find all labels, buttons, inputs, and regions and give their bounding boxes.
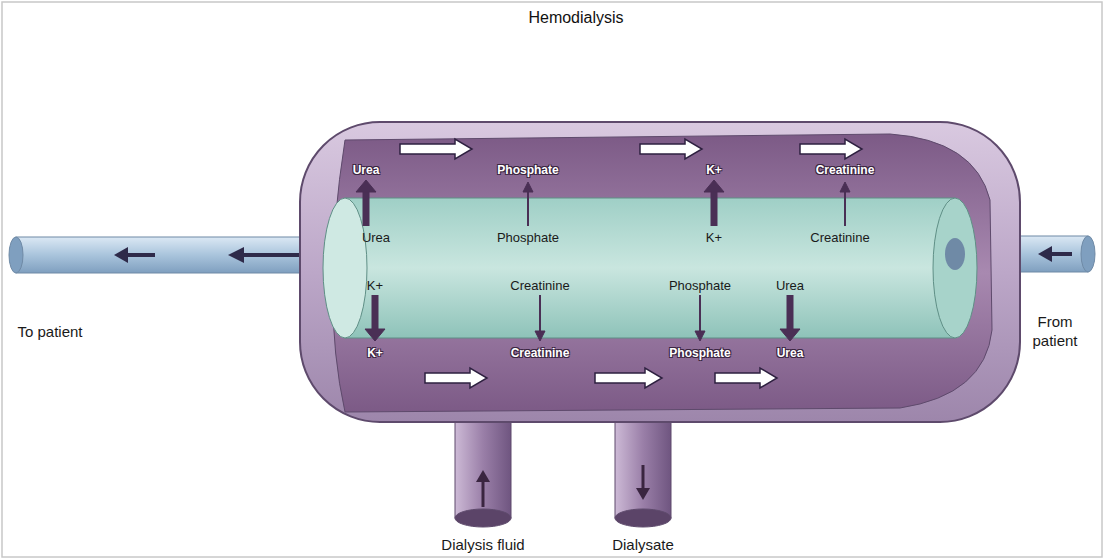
dialyzer-housing xyxy=(300,122,1020,422)
blood-solute: Phosphate xyxy=(497,230,559,245)
flow-arrows xyxy=(400,139,862,388)
dialysate-solute: Urea xyxy=(353,163,380,177)
blood-solute: Urea xyxy=(776,278,804,293)
blood-solute: K+ xyxy=(367,278,383,293)
port-label: From patient xyxy=(1015,313,1095,351)
diagram-title: Hemodialysis xyxy=(528,9,623,27)
housing-cutaway xyxy=(333,134,993,412)
blood-tube xyxy=(323,198,977,338)
blood-solute: Creatinine xyxy=(810,230,869,245)
dialysate-solute: Phosphate xyxy=(497,163,558,177)
dialysate-solute: Urea xyxy=(777,346,804,360)
diffusion-arrows xyxy=(356,180,850,341)
dialysate-solute: K+ xyxy=(367,346,383,360)
dialysate-solute: Phosphate xyxy=(669,346,730,360)
dialysate-solute: Creatinine xyxy=(816,163,875,177)
blood-solute: Creatinine xyxy=(510,278,569,293)
dialysate-solute: K+ xyxy=(706,163,722,177)
dialysate-solute: Creatinine xyxy=(511,346,570,360)
blood-solute: K+ xyxy=(706,230,722,245)
port-label: Dialysis fluid xyxy=(441,536,524,553)
blood-solute: Urea xyxy=(362,230,390,245)
port-label: Dialysate xyxy=(612,536,674,553)
blood-solute: Phosphate xyxy=(669,278,731,293)
port-label: To patient xyxy=(10,323,90,342)
